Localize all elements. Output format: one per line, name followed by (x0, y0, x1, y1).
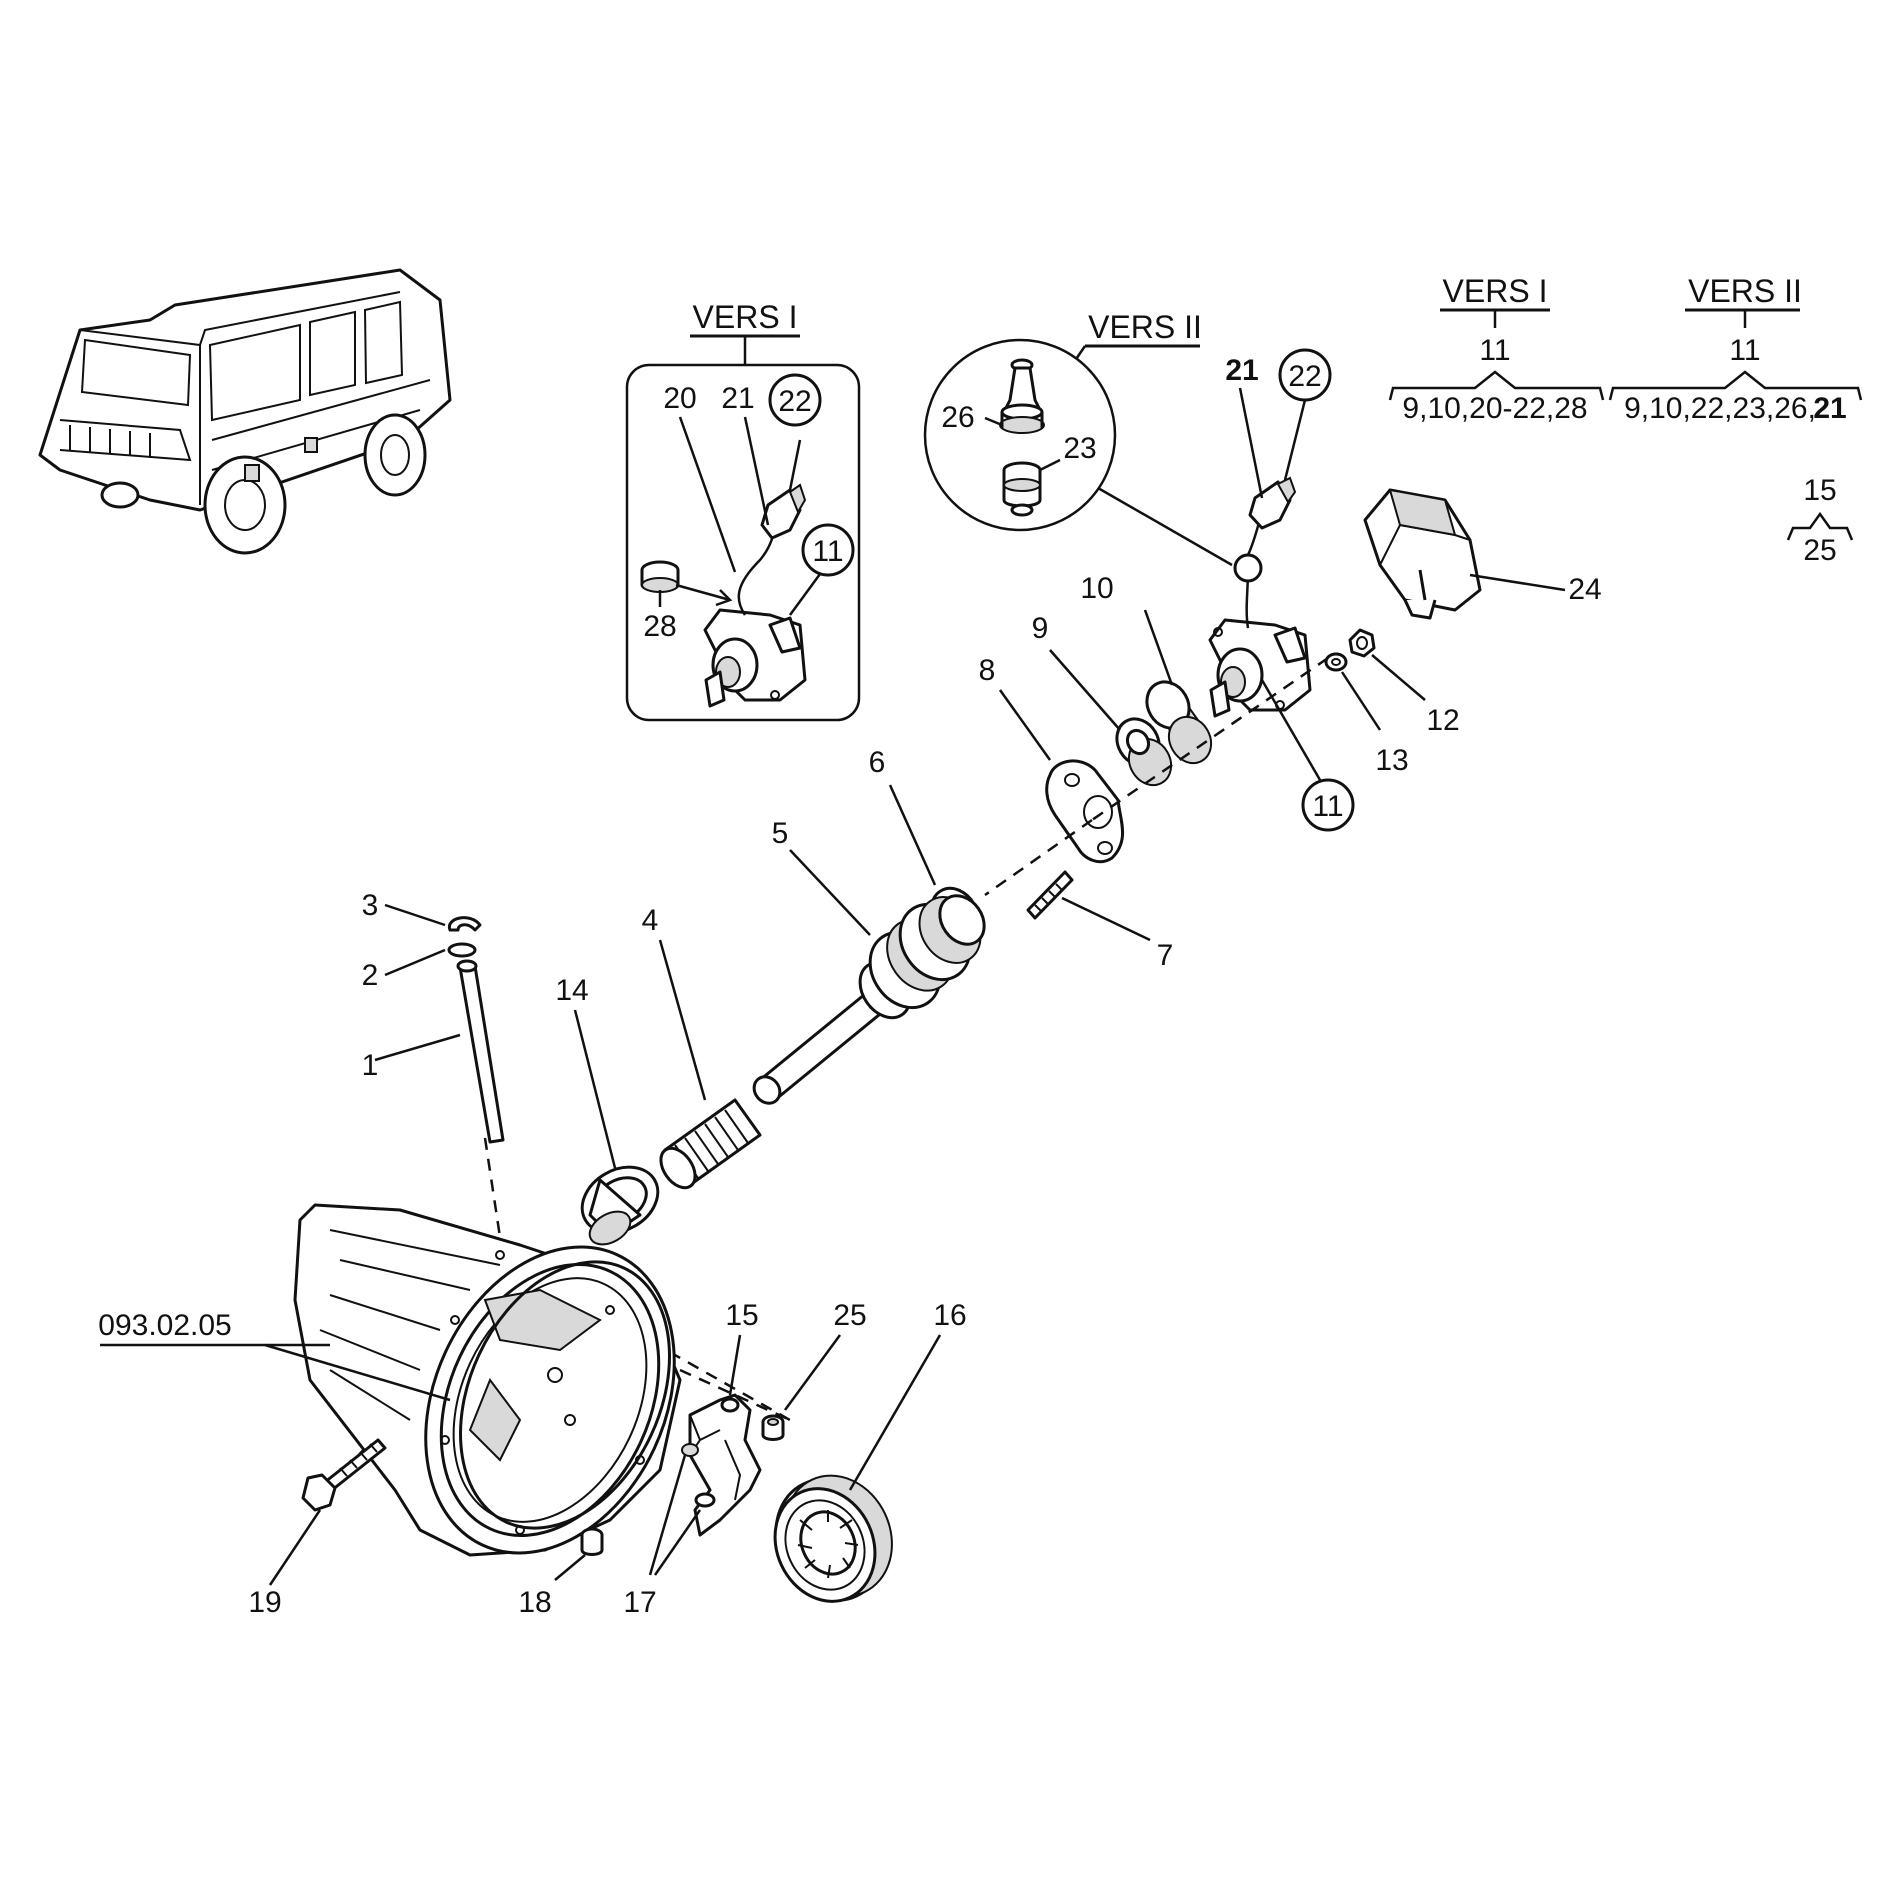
speed-sensor-11: 21 22 11 (1208, 348, 1355, 832)
vers2-part-23 (1002, 461, 1042, 517)
cap-14 (580, 1165, 660, 1246)
cover-24: 24 (1363, 488, 1602, 620)
label-22: 22 (778, 385, 811, 418)
vers1-inset-title: VERS I (693, 299, 798, 335)
label-15: 15 (725, 1299, 758, 1332)
nut-18 (580, 1527, 604, 1556)
label-2: 2 (362, 959, 379, 992)
legend-vers2-title: VERS II (1688, 273, 1802, 309)
label-28: 28 (643, 610, 676, 643)
kit-parts: 25 (1803, 534, 1836, 567)
label-25: 25 (833, 1299, 866, 1332)
label-11-main: 11 (1312, 790, 1343, 823)
label-11: 11 (812, 535, 843, 568)
label-9: 9 (1032, 612, 1049, 645)
label-18: 18 (518, 1586, 551, 1619)
vers1-grommet-28 (640, 560, 680, 593)
transfer-housing (293, 1203, 682, 1557)
vers1-speed-sensor (703, 608, 807, 708)
kit-legend-15-25: 15 25 (1786, 474, 1854, 567)
label-5: 5 (772, 817, 789, 850)
nut-25 (761, 1414, 785, 1441)
label-23: 23 (1063, 432, 1096, 465)
axis-main (1091, 656, 1329, 822)
version-legend-vers1: VERS I 11 9,10,20-22,28 (1388, 273, 1605, 425)
label-20: 20 (663, 382, 696, 415)
vers2-inset-title: VERS II (1088, 309, 1202, 345)
label-6: 6 (869, 746, 886, 779)
washer-13 (1324, 652, 1348, 672)
label-21: 21 (721, 382, 754, 415)
vers2-detail: VERS II 26 23 (923, 309, 1233, 567)
label-3: 3 (362, 889, 379, 922)
vers2-part-26 (999, 358, 1045, 434)
label-19: 19 (248, 1586, 281, 1619)
label-7: 7 (1157, 939, 1174, 972)
label-13: 13 (1375, 744, 1408, 777)
label-21-bold: 21 (1225, 354, 1258, 387)
label-22-main: 22 (1288, 360, 1321, 393)
label-16: 16 (933, 1299, 966, 1332)
legend-vers2-parts: 9,10,22,23,26, (1624, 392, 1816, 425)
version-legend-vers2: VERS II 11 9,10,22,23,26, 21 (1608, 273, 1863, 425)
label-1: 1 (362, 1049, 379, 1082)
legend-vers1-parts: 9,10,20-22,28 (1402, 392, 1587, 425)
washer-2 (447, 942, 477, 958)
label-8: 8 (979, 654, 996, 687)
gasket-8 (1045, 759, 1125, 864)
legend-vers2-parts-bold: 21 (1813, 392, 1846, 425)
label-12: 12 (1426, 704, 1459, 737)
legend-vers2-head: 11 (1729, 334, 1760, 367)
legend-vers1-title: VERS I (1443, 273, 1548, 309)
bolt-19 (301, 1438, 387, 1512)
vers1-inset: VERS I 20 21 (625, 299, 861, 722)
label-4: 4 (642, 904, 659, 937)
spring-4 (659, 1098, 762, 1190)
bracket-15 (681, 1393, 762, 1537)
gear-16 (773, 1474, 893, 1603)
drive-shaft-5 (752, 894, 986, 1105)
label-10: 10 (1080, 572, 1113, 605)
label-14: 14 (555, 974, 588, 1007)
pin-1 (456, 959, 505, 1144)
label-24: 24 (1568, 573, 1601, 606)
label-26: 26 (941, 401, 974, 434)
nut-12 (1348, 628, 1376, 658)
bushing-10 (1145, 680, 1213, 765)
label-17: 17 (623, 1586, 656, 1619)
stud-7 (1026, 870, 1074, 920)
legend-vers1-head: 11 (1479, 334, 1510, 367)
kit-head: 15 (1803, 474, 1836, 507)
clip-3 (447, 916, 482, 932)
vehicle-thumbnail (38, 268, 452, 555)
label-housing-ref: 093.02.05 (98, 1309, 231, 1342)
bushing-9 (1115, 717, 1173, 787)
